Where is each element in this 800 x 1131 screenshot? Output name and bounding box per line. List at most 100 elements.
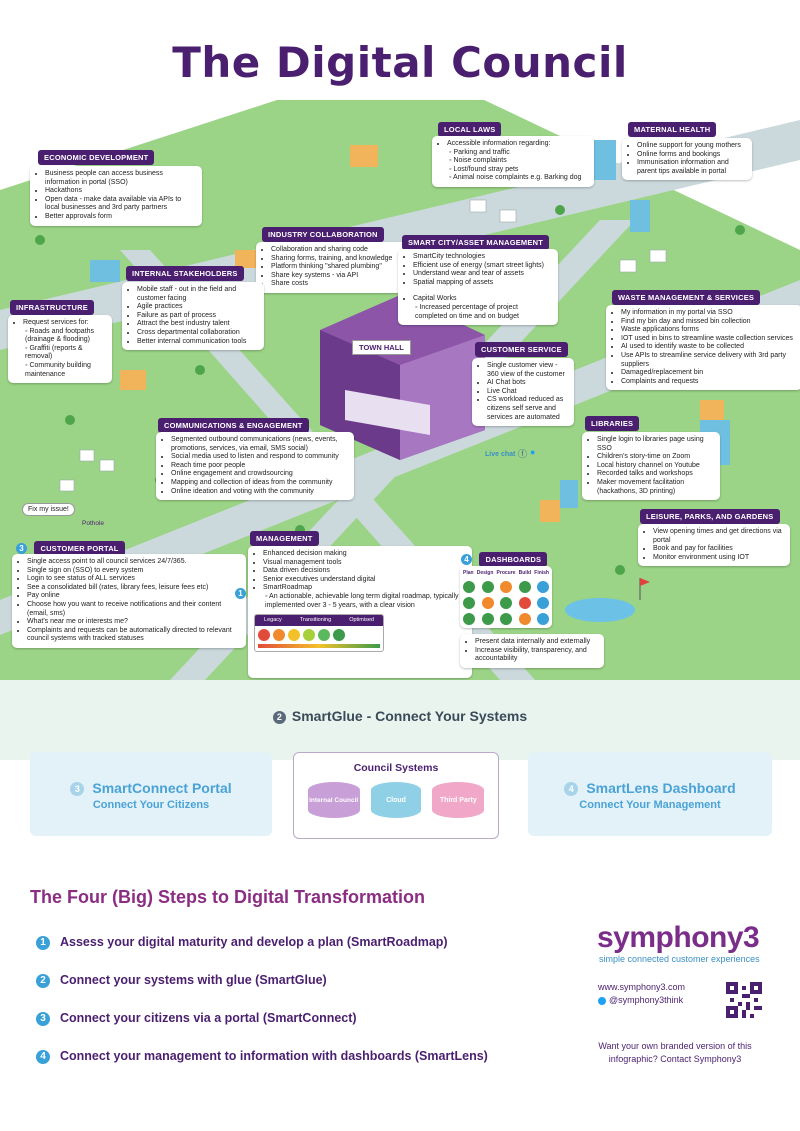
maturity-arrow bbox=[258, 643, 380, 648]
waste-management-panel: My information in my portal via SSO Find… bbox=[606, 305, 800, 391]
steps-title: The Four (Big) Steps to Digital Transfor… bbox=[30, 887, 426, 907]
list-item: Collaboration and sharing code bbox=[271, 246, 402, 255]
economic-development-header: ECONOMIC DEVELOPMENT bbox=[38, 150, 155, 165]
list-item: Choose how you want to receive notificat… bbox=[27, 601, 240, 618]
gauge-icon bbox=[333, 628, 345, 641]
list-item: Hackathons bbox=[45, 187, 196, 196]
customer-portal-header: CUSTOMER PORTAL bbox=[34, 541, 125, 556]
list-item: Capital Works bbox=[413, 295, 552, 304]
list-item: Spatial mapping of assets bbox=[413, 279, 552, 288]
smartglue-band bbox=[0, 680, 800, 760]
libraries-panel: Single login to libraries page using SSO… bbox=[582, 432, 720, 501]
list-item: Data driven decisions bbox=[263, 567, 466, 576]
list-item: Business people can access business info… bbox=[45, 170, 196, 187]
internal-stakeholders-header: INTERNAL STAKEHOLDERS bbox=[126, 266, 244, 281]
maturity-gauge-row bbox=[255, 626, 383, 644]
list-item: Online support for young mothers bbox=[637, 142, 746, 151]
status-icon bbox=[481, 612, 494, 625]
twitter-handle[interactable]: @symphony3think bbox=[598, 995, 683, 1005]
website-link[interactable]: www.symphony3.com bbox=[598, 982, 686, 992]
status-icon bbox=[500, 612, 512, 625]
list-item: Online engagement and crowdsourcing bbox=[171, 470, 348, 479]
maturity-legacy-label: Legacy bbox=[264, 617, 282, 624]
infrastructure-header: INFRASTRUCTURE bbox=[10, 300, 94, 315]
fix-my-issue-bubble: Fix my issue! bbox=[22, 503, 75, 516]
list-item: AI used to identify waste to be collecte… bbox=[621, 343, 796, 352]
page-title: The Digital Council bbox=[172, 38, 628, 87]
list-item: SmartCity technologies bbox=[413, 253, 552, 262]
list-item: Local history channel on Youtube bbox=[597, 462, 714, 471]
status-icon bbox=[463, 580, 475, 593]
communications-panel: Segmented outbound communications (news,… bbox=[156, 432, 354, 501]
list-item: IOT used in bins to streamline waste col… bbox=[621, 335, 796, 344]
local-laws-panel: Accessible information regarding: ◦ Park… bbox=[432, 136, 594, 187]
management-header: MANAGEMENT bbox=[250, 531, 319, 546]
sub-item: ◦ Noise complaints bbox=[449, 157, 507, 165]
status-icon bbox=[463, 596, 475, 609]
list-item: Increase visibility, transparency, and a… bbox=[475, 647, 598, 664]
communications-header: COMMUNICATIONS & ENGAGEMENT bbox=[158, 418, 309, 433]
smartlens-subtitle: Connect Your Management bbox=[579, 799, 721, 812]
status-icon bbox=[518, 596, 531, 609]
list-item: Single customer view - 360 view of the c… bbox=[487, 362, 568, 379]
status-icon bbox=[537, 596, 549, 609]
list-item: Present data internally and externally bbox=[475, 638, 598, 647]
live-chat-label: Live chat bbox=[485, 451, 516, 458]
sub-item: ◦ Increased percentage of project comple… bbox=[415, 303, 519, 320]
sub-item: ◦ Roads and footpaths (drainage & floodi… bbox=[25, 327, 95, 344]
dashboards-panel: Present data internally and externally I… bbox=[460, 634, 604, 668]
local-laws-header: LOCAL LAWS bbox=[438, 122, 502, 137]
status-icon bbox=[481, 596, 494, 609]
step-number-badge: 3 bbox=[70, 782, 85, 797]
facebook-icon: ⓕ bbox=[518, 449, 528, 459]
list-item: Single login to libraries page using SSO bbox=[597, 436, 714, 453]
list-item: Better approvals form bbox=[45, 213, 196, 222]
list-item: Visual management tools bbox=[263, 559, 466, 568]
list-item: Request services for: bbox=[23, 319, 106, 328]
sub-item: ◦ An actionable, achievable long term di… bbox=[265, 592, 459, 609]
dashboard-col-build: Build bbox=[518, 570, 532, 576]
list-item: Single sign on (SSO) to every system bbox=[27, 567, 240, 576]
list-item: Mapping and collection of ideas from the… bbox=[171, 479, 348, 488]
list-item: Better internal communication tools bbox=[137, 338, 258, 347]
list-item: Cross departmental collaboration bbox=[137, 329, 258, 338]
symphony3-logo: symphony3 bbox=[597, 921, 760, 954]
list-item: Online ideation and voting with the comm… bbox=[171, 488, 348, 497]
management-panel: Enhanced decision making Visual manageme… bbox=[248, 546, 472, 678]
customer-portal-panel: Single access point to all council servi… bbox=[12, 554, 246, 648]
list-item: Use APIs to streamline service delivery … bbox=[621, 352, 796, 369]
infrastructure-panel: Request services for: ◦ Roads and footpa… bbox=[8, 315, 112, 384]
list-item: Attract the best industry talent bbox=[137, 320, 258, 329]
list-item: Online forms and bookings bbox=[637, 151, 746, 160]
list-item: See a consolidated bill (rates, library … bbox=[27, 584, 240, 593]
step-number-badge: 1 bbox=[235, 588, 246, 599]
list-item: Monitor environment using IOT bbox=[653, 554, 784, 563]
database-cloud: Cloud bbox=[370, 782, 421, 818]
branded-version-cta: Want your own branded version of this in… bbox=[598, 1041, 752, 1064]
status-icon bbox=[481, 580, 494, 593]
waste-management-header: WASTE MANAGEMENT & SERVICES bbox=[612, 290, 761, 305]
smartconnect-subtitle: Connect Your Citizens bbox=[92, 799, 210, 812]
dashboards-title: 4 DASHBOARDS bbox=[461, 549, 548, 567]
list-item: Segmented outbound communications (news,… bbox=[171, 436, 348, 453]
internal-stakeholders-panel: Mobile staff - out in the field and cust… bbox=[122, 282, 264, 351]
list-item: Book and pay for facilities bbox=[653, 545, 784, 554]
list-item: Recorded talks and workshops bbox=[597, 470, 714, 479]
customer-portal-title: 3 CUSTOMER PORTAL bbox=[16, 538, 125, 556]
maternal-health-panel: Online support for young mothers Online … bbox=[622, 138, 752, 181]
list-item: Reach time poor people bbox=[171, 462, 348, 471]
step-number-badge: 4 bbox=[564, 782, 579, 797]
dashboard-grid: Plan Design Procure Build Finish bbox=[460, 566, 552, 628]
sub-item: ◦ Graffiti (reports & removal) bbox=[25, 344, 83, 361]
sub-item: ◦ Lost/found stray pets bbox=[449, 165, 519, 173]
list-item: Agile practices bbox=[137, 303, 258, 312]
step-number-badge: 1 bbox=[36, 935, 50, 950]
list-item: Live Chat bbox=[487, 388, 568, 397]
step-number-badge: 4 bbox=[461, 554, 472, 565]
step-number-badge: 2 bbox=[272, 710, 286, 724]
list-item: Failure as part of process bbox=[137, 312, 258, 321]
